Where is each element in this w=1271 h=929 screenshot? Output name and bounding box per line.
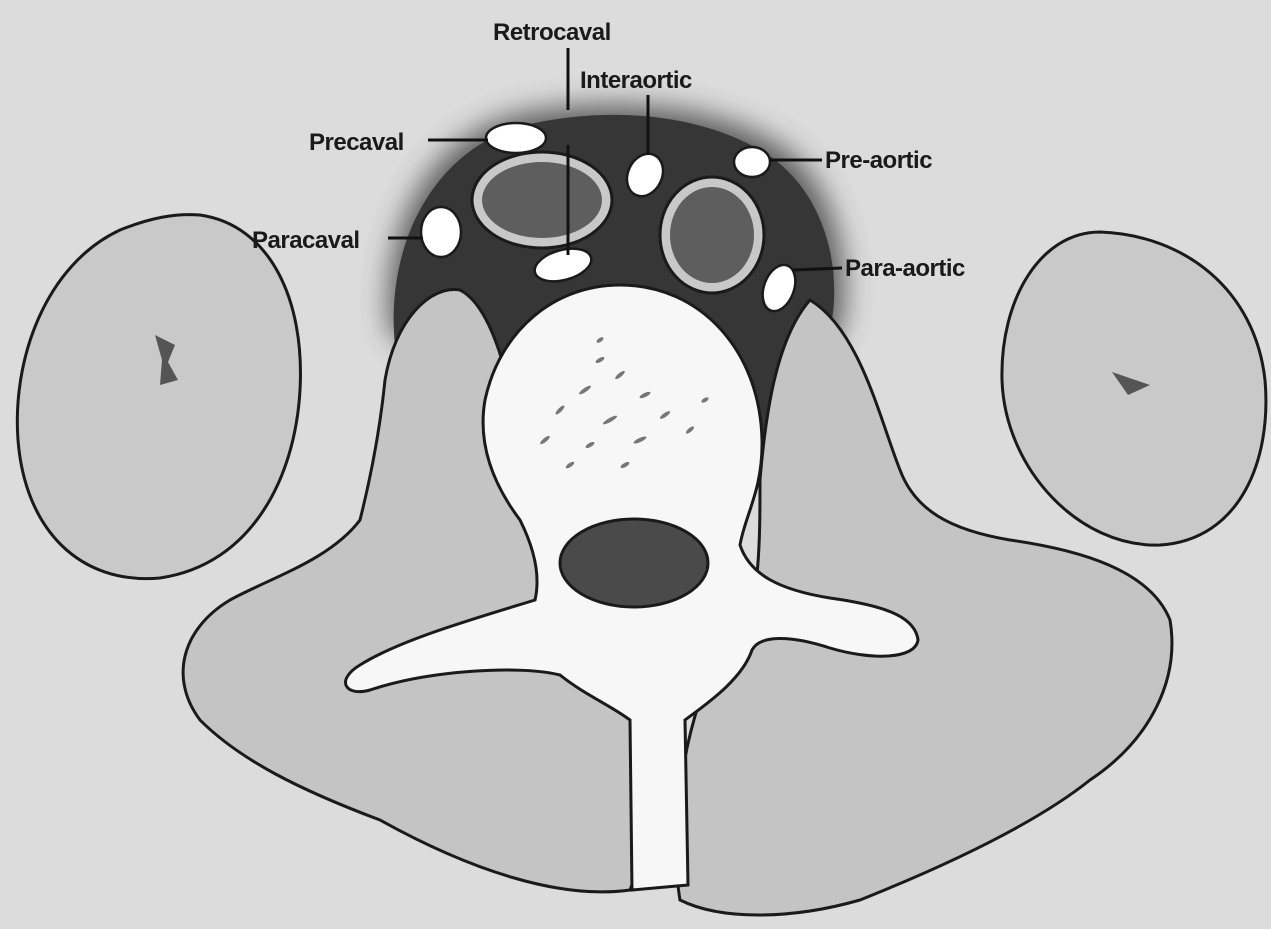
label-para-aortic: Para-aortic: [845, 255, 965, 282]
label-pre-aortic: Pre-aortic: [825, 147, 932, 174]
pre-aortic-node: [734, 147, 770, 177]
paracaval-node: [421, 207, 461, 257]
inferior-vena-cava-lumen: [482, 162, 602, 238]
aorta-lumen: [670, 187, 754, 283]
para-aortic-leader: [793, 268, 842, 270]
precaval-node: [486, 123, 546, 153]
spinal-canal: [560, 519, 708, 607]
label-paracaval: Paracaval: [252, 227, 360, 254]
label-interaortic: Interaortic: [580, 67, 692, 94]
label-precaval: Precaval: [309, 129, 404, 156]
label-retrocaval: Retrocaval: [493, 19, 611, 46]
